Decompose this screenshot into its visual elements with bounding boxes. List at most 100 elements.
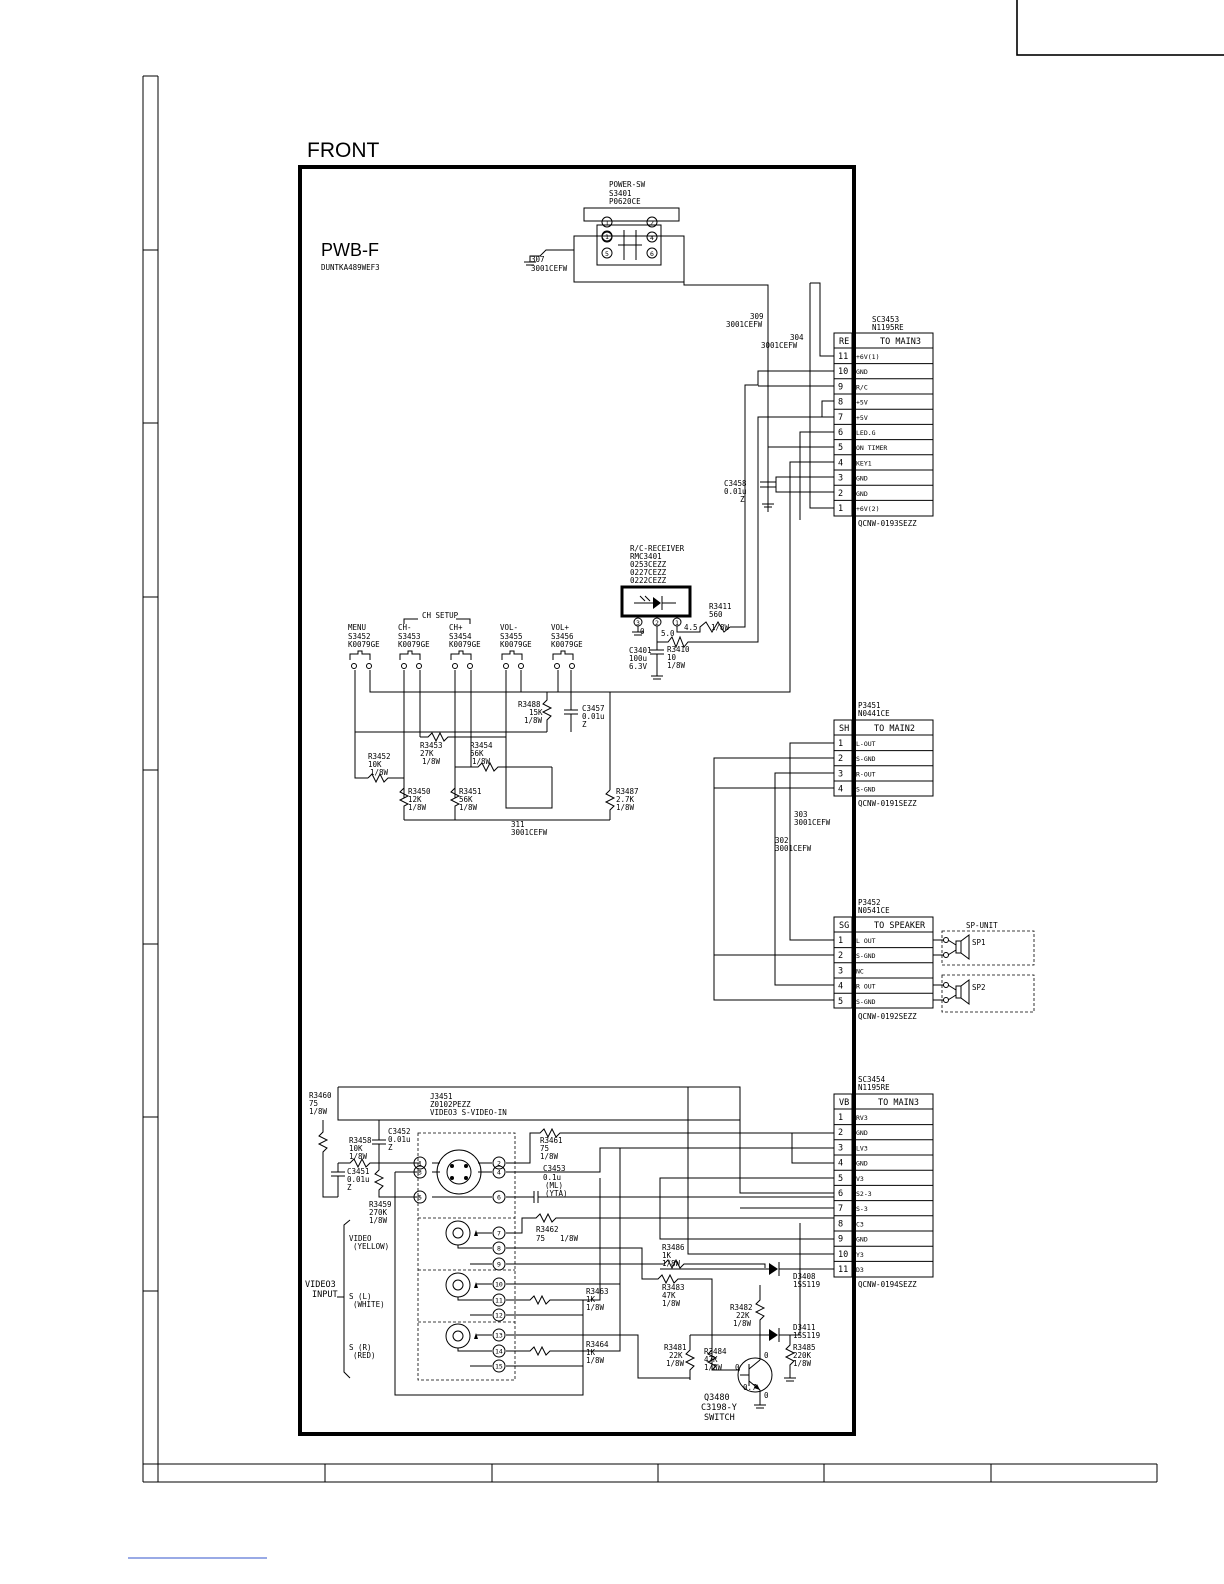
svg-text:1SS119: 1SS119 <box>793 1280 820 1289</box>
svg-text:TO MAIN3: TO MAIN3 <box>880 337 921 347</box>
svg-text:R3411: R3411 <box>709 602 732 611</box>
svg-text:1: 1 <box>605 219 609 227</box>
svg-text:Z: Z <box>388 1143 393 1152</box>
svg-text:J3451: J3451 <box>430 1092 453 1101</box>
svg-text:1/8W: 1/8W <box>408 803 427 812</box>
svg-text:R3481: R3481 <box>664 1343 687 1352</box>
sheet-frame <box>128 0 1224 1559</box>
svg-text:0.1u: 0.1u <box>543 1173 561 1182</box>
svg-text:5: 5 <box>605 250 609 258</box>
svg-text:(RED): (RED) <box>353 1351 376 1360</box>
svg-text:2.7K: 2.7K <box>616 795 635 804</box>
wire <box>687 1087 834 1255</box>
svg-text:R3487: R3487 <box>616 787 639 796</box>
svg-text:47K: 47K <box>704 1355 718 1364</box>
svg-text:4.5: 4.5 <box>684 623 698 632</box>
svg-text:1/8W: 1/8W <box>422 757 441 766</box>
svg-text:0253CEZZ: 0253CEZZ <box>630 560 667 569</box>
pin-number: 2 <box>838 754 843 764</box>
svg-text:TO SPEAKER: TO SPEAKER <box>874 921 926 931</box>
pin-signal: S2-3 <box>856 1190 872 1198</box>
pin-signal: GND <box>856 475 868 483</box>
pin-signal: S-GND <box>856 786 876 794</box>
pin-signal: V3 <box>856 1175 864 1183</box>
svg-text:QCNW-0194SEZZ: QCNW-0194SEZZ <box>858 1280 917 1289</box>
svg-text:K0079GE: K0079GE <box>500 640 532 649</box>
svg-text:S3453: S3453 <box>398 632 421 641</box>
pin-number: 11 <box>838 1265 848 1275</box>
svg-text:0.7: 0.7 <box>743 1383 757 1392</box>
jack-pin <box>413 1190 427 1204</box>
jack-pin-number: 13 <box>495 1332 503 1340</box>
pin-number: 10 <box>838 1250 848 1260</box>
svg-text:P3451: P3451 <box>858 701 881 710</box>
svg-text:Z: Z <box>582 720 587 729</box>
svg-text:RMC3401: RMC3401 <box>630 552 662 561</box>
svg-text:CH-: CH- <box>398 623 412 632</box>
wire <box>791 1133 834 1164</box>
svg-text:47K: 47K <box>662 1291 676 1300</box>
svg-text:0.01u: 0.01u <box>582 712 605 721</box>
svg-text:VOL+: VOL+ <box>551 623 570 632</box>
svg-text:2: 2 <box>650 219 654 227</box>
svg-text:SP1: SP1 <box>972 938 986 947</box>
svg-text:SG: SG <box>839 921 849 931</box>
svg-text:SP-UNIT: SP-UNIT <box>966 921 998 930</box>
svg-text:R3488: R3488 <box>518 700 541 709</box>
svg-text:27K: 27K <box>420 749 434 758</box>
svg-text:1/8W: 1/8W <box>616 803 635 812</box>
svg-text:R3460: R3460 <box>309 1091 332 1100</box>
svg-text:SWITCH: SWITCH <box>704 1413 735 1423</box>
svg-text:C3457: C3457 <box>582 704 605 713</box>
key-switches: CH SETUP MENUS3452K0079GECH-S3453K0079GE… <box>348 611 583 669</box>
svg-text:QCNW-0191SEZZ: QCNW-0191SEZZ <box>858 799 917 808</box>
svg-text:K0079GE: K0079GE <box>449 640 481 649</box>
ferrite-302-part: 3001CEFW <box>775 844 812 853</box>
svg-text:INPUT: INPUT <box>312 1290 338 1300</box>
svg-text:S3452: S3452 <box>348 632 371 641</box>
pin-signal: GND <box>856 1160 868 1168</box>
wire <box>809 283 834 509</box>
jack-pin-number: 4 <box>497 1169 501 1177</box>
svg-text:1SS119: 1SS119 <box>793 1331 820 1340</box>
svg-text:R3410: R3410 <box>667 645 690 654</box>
svg-text:0: 0 <box>735 1363 740 1372</box>
svg-text:C3198-Y: C3198-Y <box>701 1403 737 1413</box>
pin-number: 3 <box>838 474 843 484</box>
pin-number: 4 <box>838 982 843 992</box>
svg-text:(WHITE): (WHITE) <box>353 1300 385 1309</box>
pin-number: 8 <box>838 398 843 408</box>
pin-number: 4 <box>838 785 843 795</box>
pin-number: 1 <box>838 504 843 514</box>
pin-signal: Y3 <box>856 1251 864 1259</box>
svg-text:1: 1 <box>675 619 679 627</box>
svg-text:2: 2 <box>655 619 659 627</box>
svg-text:N1195RE: N1195RE <box>872 323 904 332</box>
pin-signal: ON TIMER <box>856 444 887 452</box>
svg-text:D3411: D3411 <box>793 1323 816 1332</box>
pin-signal: KEY1 <box>856 459 872 467</box>
ferrite-303-part: 3001CEFW <box>794 818 831 827</box>
svg-text:C3451: C3451 <box>347 1167 370 1176</box>
pin-number: 9 <box>838 1235 843 1245</box>
svg-text:Z0102PEZZ: Z0102PEZZ <box>430 1100 471 1109</box>
jack-pin-number: 8 <box>497 1245 501 1253</box>
pin-signal: S-GND <box>856 952 876 960</box>
svg-text:1/8W: 1/8W <box>704 1363 723 1372</box>
svg-text:TO MAIN3: TO MAIN3 <box>878 1098 919 1108</box>
svg-text:560: 560 <box>709 610 723 619</box>
svg-text:311: 311 <box>511 820 525 829</box>
svg-text:22K: 22K <box>669 1351 683 1360</box>
svg-text:S (R): S (R) <box>349 1343 372 1352</box>
svg-text:1/8W: 1/8W <box>662 1259 681 1268</box>
jack-pin-number: 15 <box>495 1363 503 1371</box>
svg-text:(YTA): (YTA) <box>545 1189 568 1198</box>
svg-text:VIDEO3: VIDEO3 <box>305 1280 336 1290</box>
jack-pin-number: 1 <box>418 1160 422 1168</box>
svg-text:N0541CE: N0541CE <box>858 906 890 915</box>
pin-number: 1 <box>838 936 843 946</box>
